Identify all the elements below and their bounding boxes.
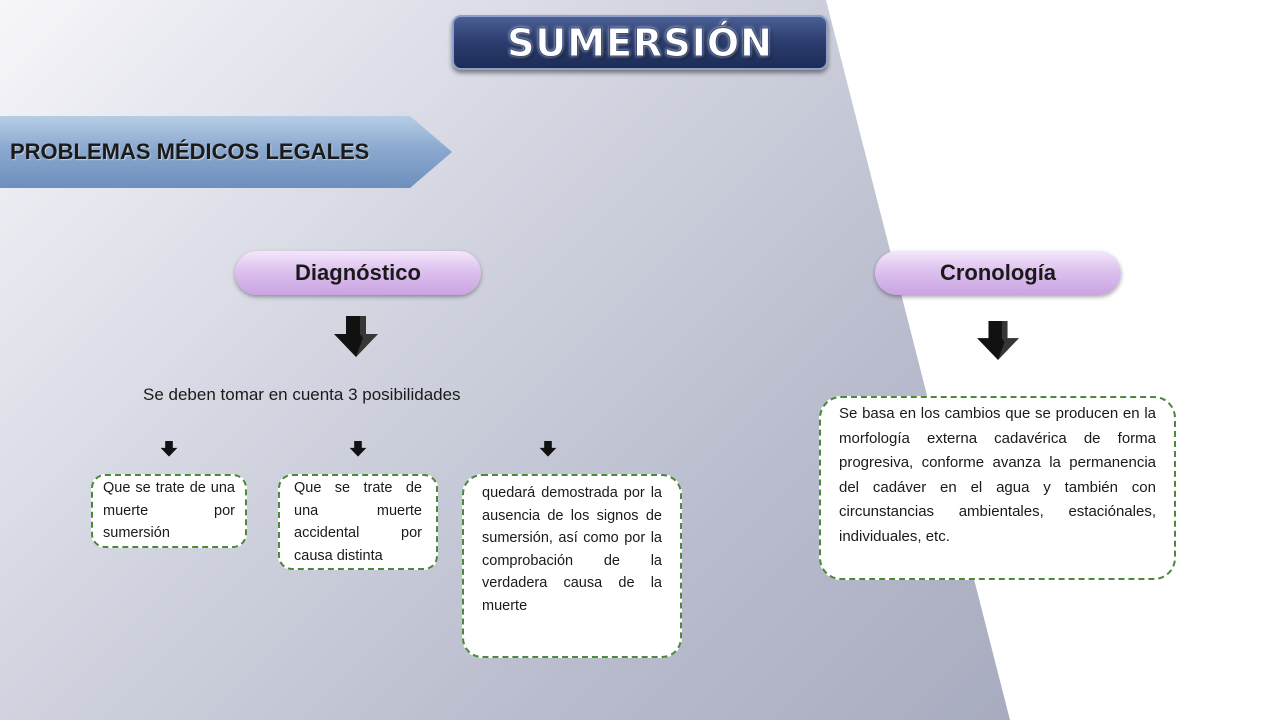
diagnostico-arrow-icon xyxy=(334,316,378,357)
option-box-3: quedará demostrada por la ausencia de lo… xyxy=(462,474,682,658)
section-heading: PROBLEMAS MÉDICOS LEGALES xyxy=(10,139,370,164)
option-text-2: Que se trate de una muerte accidental po… xyxy=(294,480,422,564)
option-3-arrow-icon xyxy=(539,441,557,457)
option-2-arrow-icon xyxy=(349,441,367,457)
diagnostico-intro: Se deben tomar en cuenta 3 posibilidades xyxy=(143,385,461,404)
cronologia-box: Se basa en los cambios que se producen e… xyxy=(819,396,1176,580)
cronologia-label: Cronología xyxy=(939,260,1057,285)
cronologia-text: Se basa en los cambios que se producen e… xyxy=(839,405,1156,545)
diagnostico-pill: Diagnóstico xyxy=(235,251,481,295)
cronologia-pill: Cronología xyxy=(875,251,1121,295)
diagnostico-label: Diagnóstico xyxy=(295,260,421,285)
page-title: SUMERSIÓN xyxy=(507,20,773,65)
section-arrow-banner xyxy=(0,116,452,188)
option-text-1: Que se trate de una muerte por sumersión xyxy=(103,480,235,541)
option-1-arrow-icon xyxy=(160,441,178,457)
option-box-2: Que se trate de una muerte accidental po… xyxy=(278,474,438,570)
option-box-1: Que se trate de una muerte por sumersión xyxy=(91,474,247,548)
title-banner: SUMERSIÓN xyxy=(452,15,828,70)
cronologia-arrow-icon xyxy=(977,321,1019,361)
option-text-3: quedará demostrada por la ausencia de lo… xyxy=(482,485,662,614)
